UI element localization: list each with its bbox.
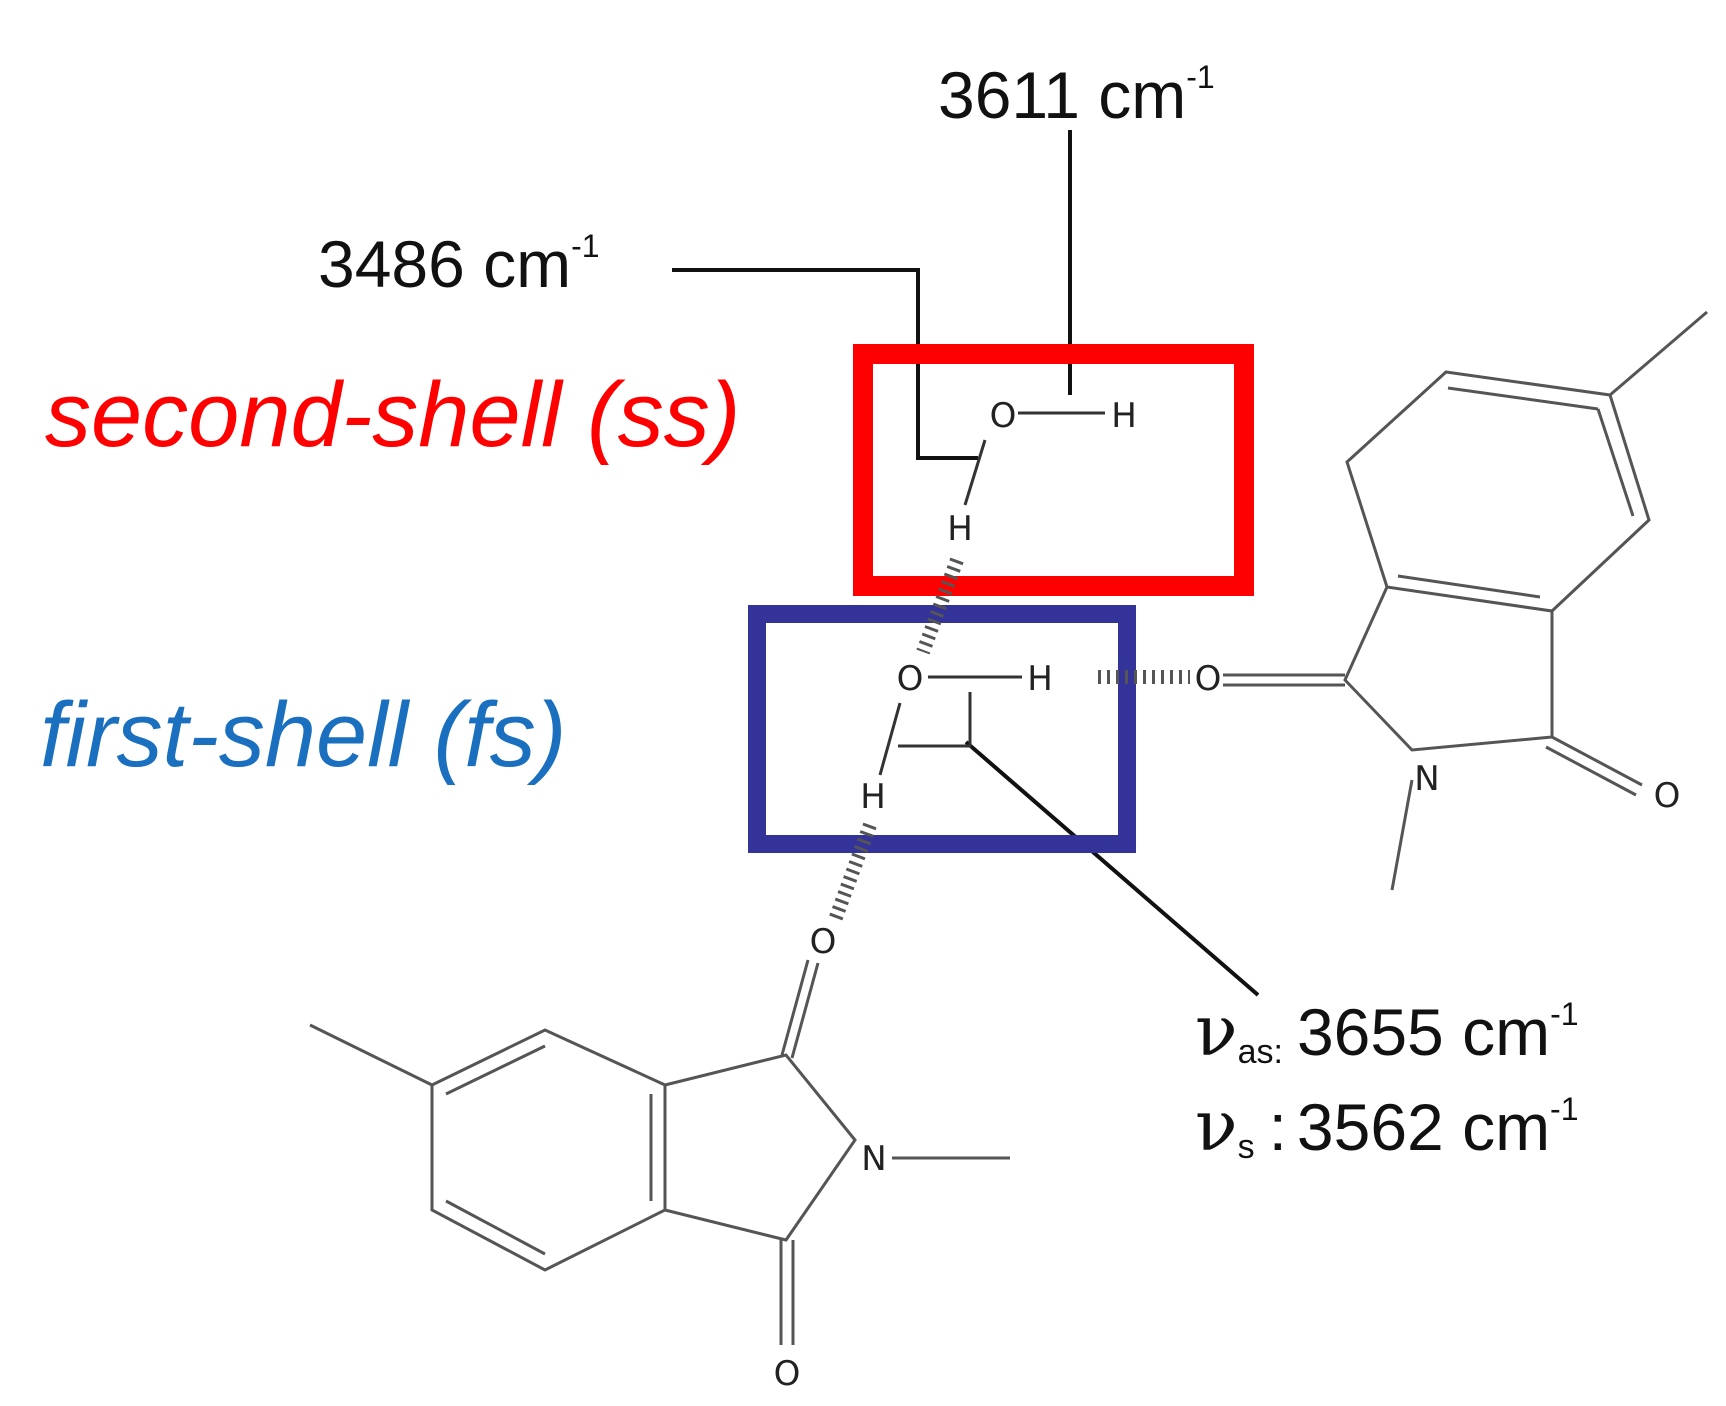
nu-symbol: ν (1195, 990, 1238, 1072)
first-shell-label: first-shell (fs) (40, 684, 566, 786)
water-molecules (878, 411, 1105, 776)
freq-superscript: -1 (1550, 996, 1578, 1032)
atom-oxygen: O (1195, 659, 1222, 699)
methyl-lower-ring (309, 1023, 433, 1087)
carbonyl-lower-upper-2 (790, 962, 820, 1059)
oh-bond-fs-lower (878, 702, 902, 776)
freq-superscript: -1 (1186, 59, 1214, 95)
oh-bond-ss-lower (963, 439, 987, 506)
freq-value: 3486 cm (318, 227, 571, 301)
freq-label-3611: 3611 cm-1 (938, 58, 1215, 132)
nu-subscript: s (1238, 1128, 1255, 1166)
second-shell-label: second-shell (ss) (45, 364, 740, 466)
hydrogen-bonds (828, 557, 1190, 923)
atom-oxygen: O (990, 396, 1017, 436)
hbond-ss-fs (916, 557, 964, 655)
ring-double-lower-3 (445, 1199, 546, 1256)
atom-nitrogen: N (1414, 759, 1439, 799)
nu-subscript: as (1238, 1033, 1274, 1071)
freq-value: 3611 cm (938, 58, 1186, 132)
carbonyl-right-lower-2 (1545, 745, 1637, 797)
nu-separator: : (1273, 1033, 1282, 1071)
atom-hydrogen: H (1027, 659, 1053, 699)
freq-value: 3655 cm (1297, 995, 1550, 1069)
second-shell-box (853, 344, 1254, 596)
atom-labels: O H H O H H O N O O N O (774, 396, 1681, 1394)
nu-s-label: νs:3562 cm-1 (1195, 1085, 1579, 1167)
carbonyl-right-lower (1551, 735, 1643, 787)
leader-lines (672, 130, 1260, 997)
methyl-right-ring (1609, 310, 1708, 397)
imide-ring-lower (664, 1053, 857, 1242)
phthalimide-right (1223, 310, 1708, 891)
leader-line-nu (964, 740, 1260, 997)
ring-double-right-1 (1447, 386, 1599, 411)
carbonyl-lower-upper (780, 959, 810, 1056)
atom-oxygen: O (810, 922, 837, 962)
benzene-ring-lower (430, 1028, 667, 1272)
nu-symbol: ν (1195, 1085, 1238, 1167)
atom-hydrogen: H (1111, 396, 1137, 436)
nu-as-label: νas:3655 cm-1 (1195, 990, 1579, 1072)
atom-oxygen: O (897, 659, 924, 699)
ring-double-right-2 (1596, 408, 1635, 517)
atom-hydrogen: H (947, 509, 973, 549)
imide-ring-right (1343, 586, 1554, 752)
nu-separator: : (1269, 1090, 1287, 1164)
freq-label-3486: 3486 cm-1 (318, 227, 600, 301)
atom-oxygen: O (1654, 776, 1681, 816)
ring-double-right-3 (1397, 574, 1541, 599)
atom-nitrogen: N (861, 1139, 886, 1179)
atom-oxygen: O (774, 1354, 801, 1394)
fs-angle-marker (898, 692, 972, 748)
atom-hydrogen: H (860, 777, 886, 817)
first-shell-box (748, 605, 1136, 853)
phthalimide-lower (309, 959, 1010, 1345)
freq-value: 3562 cm (1297, 1090, 1550, 1164)
benzene-ring-right (1345, 370, 1651, 613)
ring-double-lower-1 (445, 1044, 546, 1096)
freq-superscript: -1 (571, 228, 599, 264)
hbond-fs-carbonyl-lower (828, 822, 877, 923)
n-methyl-right (1390, 779, 1414, 891)
freq-superscript: -1 (1550, 1091, 1578, 1127)
